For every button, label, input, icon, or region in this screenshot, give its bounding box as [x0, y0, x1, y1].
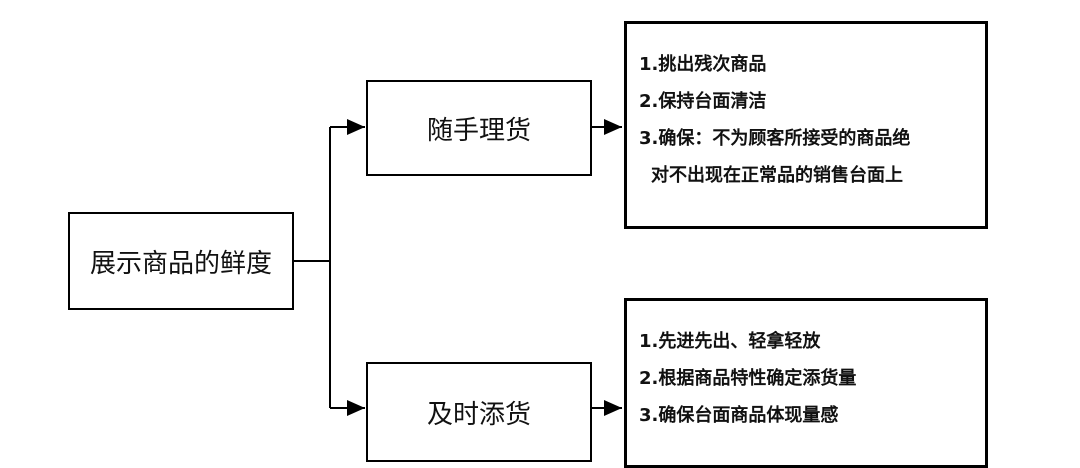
- detail-box-1: 1.挑出残次商品 2.保持台面清洁 3.确保：不为顾客所接受的商品绝 对不出现在…: [624, 21, 988, 229]
- root-node: 展示商品的鲜度: [68, 212, 294, 310]
- root-label: 展示商品的鲜度: [89, 248, 272, 279]
- detail-1-item-3: 3.确保：不为顾客所接受的商品绝: [639, 128, 911, 149]
- branch-1-label: 随手理货: [426, 115, 531, 146]
- detail-2-item-3: 3.确保台面商品体现量感: [639, 405, 839, 426]
- branch-node-1: 随手理货: [366, 80, 592, 176]
- branch-node-2: 及时添货: [366, 362, 592, 462]
- detail-1-item-2: 2.保持台面清洁: [639, 91, 767, 112]
- branch-2-label: 及时添货: [426, 399, 531, 430]
- detail-1-item-1: 1.挑出残次商品: [639, 54, 767, 75]
- detail-2-item-1: 1.先进先出、轻拿轻放: [639, 331, 821, 352]
- detail-box-2: 1.先进先出、轻拿轻放 2.根据商品特性确定添货量 3.确保台面商品体现量感: [624, 298, 988, 468]
- detail-2-item-2: 2.根据商品特性确定添货量: [639, 368, 857, 389]
- connector-lines: [294, 119, 622, 416]
- detail-1-item-3-cont: 对不出现在正常品的销售台面上: [651, 165, 903, 186]
